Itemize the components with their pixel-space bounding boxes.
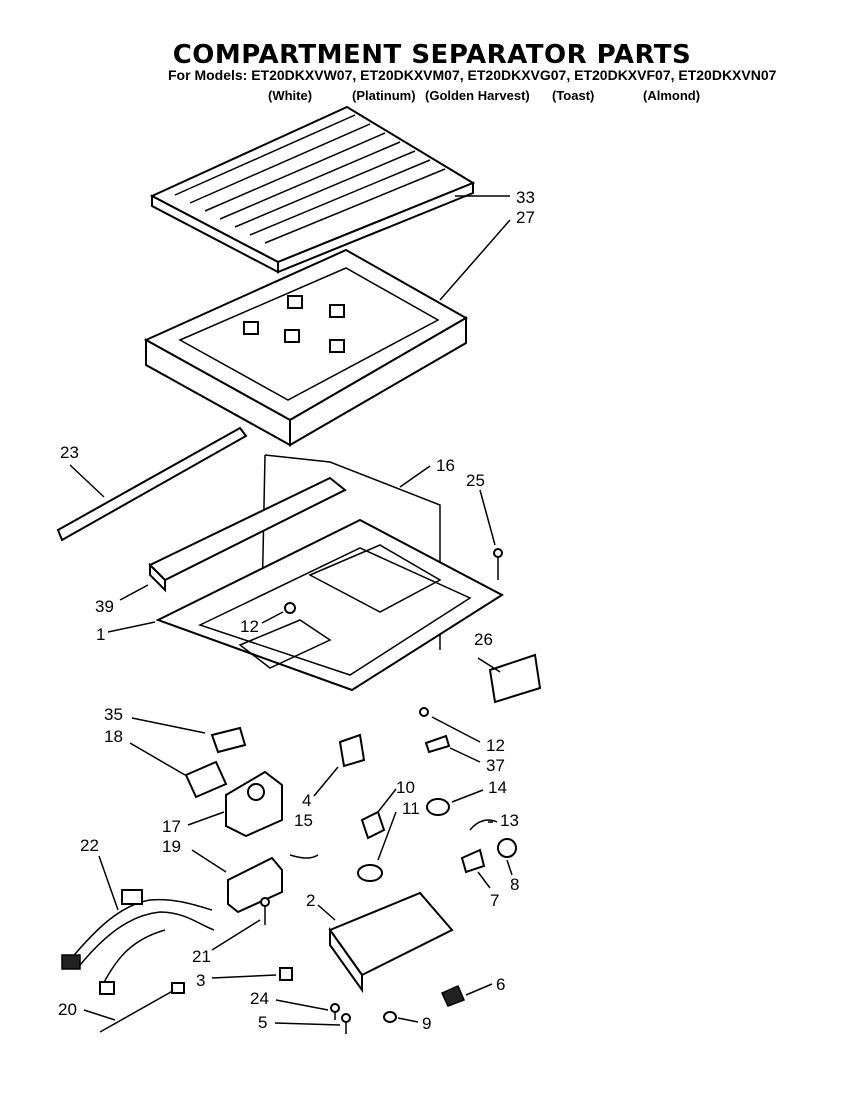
callout-6: 6 — [496, 975, 505, 994]
callout-12-lower: 12 — [486, 736, 505, 755]
callout-8: 8 — [510, 875, 519, 894]
part-8-bulb — [497, 838, 517, 858]
color-white: (White) — [268, 88, 313, 103]
callout-20: 20 — [58, 1000, 77, 1019]
callout-3: 3 — [196, 971, 205, 990]
callout-27: 27 — [516, 208, 535, 227]
callout-22: 22 — [80, 836, 99, 855]
callout-12-upper: 12 — [240, 617, 259, 636]
callout-37: 37 — [486, 756, 505, 775]
callout-1: 1 — [96, 625, 105, 644]
part-24-screw — [330, 1003, 340, 1020]
part-25-screw — [493, 548, 503, 580]
color-golden-harvest: (Golden Harvest) — [425, 88, 530, 103]
callout-21: 21 — [192, 947, 211, 966]
part-13-hose — [469, 819, 498, 831]
callout-26: 26 — [474, 630, 493, 649]
color-toast: (Toast) — [552, 88, 595, 103]
part-37-strip — [424, 734, 451, 754]
callout-16: 16 — [436, 456, 455, 475]
part-12-screw-lower — [419, 707, 429, 717]
part-33-grille-cover — [149, 105, 476, 274]
callout-18: 18 — [104, 727, 123, 746]
leader-lines — [69, 195, 513, 1026]
part-35-clip — [210, 726, 247, 754]
callout-5: 5 — [258, 1013, 267, 1032]
part-2-control-tray — [328, 891, 454, 994]
part-19-bracket — [227, 856, 283, 914]
callout-14: 14 — [488, 778, 507, 797]
part-21-screw — [260, 897, 270, 925]
part-22-wiring-harness — [61, 889, 215, 995]
part-10-thermostat — [360, 810, 386, 840]
part-9-nut — [383, 1011, 397, 1023]
part-5-screw — [341, 1013, 351, 1034]
callout-33: 33 — [516, 188, 535, 207]
part-27-separator-frame — [143, 248, 469, 447]
callout-10: 10 — [396, 778, 415, 797]
models-line: For Models: ET20DKXVW07, ET20DKXVM07, ET… — [168, 67, 777, 83]
header: COMPARTMENT SEPARATOR PARTS For Models: … — [0, 0, 864, 110]
callout-23: 23 — [60, 443, 79, 462]
part-3-clip — [279, 967, 293, 981]
part-18-bezel — [184, 760, 228, 799]
part-26-insulation — [488, 653, 542, 704]
part-39-channel — [148, 476, 347, 593]
part-12-screw-upper — [284, 602, 296, 614]
callout-19: 19 — [162, 837, 181, 856]
callout-25: 25 — [466, 471, 485, 490]
part-23-strip — [56, 426, 248, 542]
callout-4: 4 — [302, 791, 311, 810]
callout-17: 17 — [162, 817, 181, 836]
callout-2: 2 — [306, 891, 315, 910]
part-6-switch — [440, 985, 465, 1007]
part-17-control-housing — [225, 770, 283, 838]
callout-9: 9 — [422, 1014, 431, 1033]
part-14-knob — [426, 798, 450, 816]
part-11-knob — [357, 864, 383, 882]
part-7-socket — [460, 848, 486, 874]
callout-13: 13 — [500, 811, 519, 830]
callout-24: 24 — [250, 989, 269, 1008]
part-1-separator-panel — [155, 518, 504, 692]
color-platinum: (Platinum) — [352, 88, 416, 103]
part-4-socket — [338, 733, 366, 768]
callout-7: 7 — [490, 891, 499, 910]
page-title: COMPARTMENT SEPARATOR PARTS — [172, 40, 692, 70]
callout-35: 35 — [104, 705, 123, 724]
callout-39: 39 — [95, 597, 114, 616]
part-20-wire — [99, 982, 185, 1033]
callout-15: 15 — [294, 811, 313, 830]
color-almond: (Almond) — [643, 88, 701, 103]
part-15-tube — [289, 854, 319, 859]
callout-11: 11 — [402, 799, 420, 818]
